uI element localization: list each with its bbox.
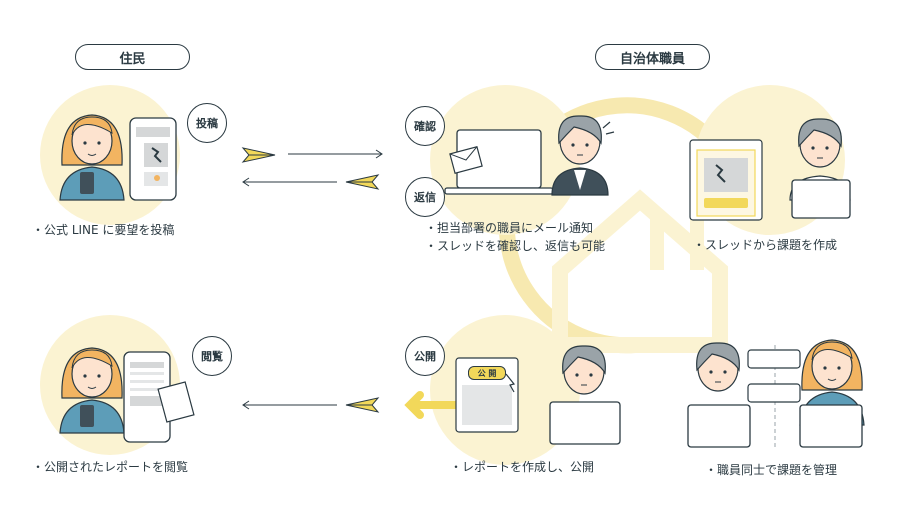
bubble-publish: 公開 <box>405 336 445 376</box>
header-residents: 住民 <box>75 44 190 70</box>
bubble-post: 投稿 <box>187 103 227 143</box>
header-staff: 自治体職員 <box>595 44 710 70</box>
staff-issue-illustration <box>689 118 851 221</box>
publish-button-on-screen: 公 開 <box>468 366 506 380</box>
staff-confirm-illustration <box>444 115 615 196</box>
bubble-confirm: 確認 <box>405 106 445 146</box>
caption-resident-post: ・公式 LINE に要望を投稿 <box>32 223 175 237</box>
caption-staff-issue: ・スレッドから課題を作成 <box>693 238 838 252</box>
resident-viewing-illustration <box>59 347 195 443</box>
flow-arrows-bottom <box>242 397 379 413</box>
bubble-view: 閲覧 <box>192 336 232 376</box>
bubble-reply: 返信 <box>405 177 445 217</box>
resident-posting-illustration <box>59 114 177 201</box>
caption-staff-report: ・レポートを作成し、公開 <box>450 460 595 474</box>
staff-manage-illustration <box>687 339 865 450</box>
caption-staff-notify-1: ・担当部署の職員にメール通知 <box>425 221 594 235</box>
caption-resident-view: ・公開されたレポートを閲覧 <box>32 460 189 474</box>
caption-staff-manage: ・職員同士で課題を管理 <box>705 463 838 477</box>
flow-arrows-top <box>242 147 383 190</box>
caption-staff-notify-2: ・スレッドを確認し、返信も可能 <box>425 239 606 253</box>
